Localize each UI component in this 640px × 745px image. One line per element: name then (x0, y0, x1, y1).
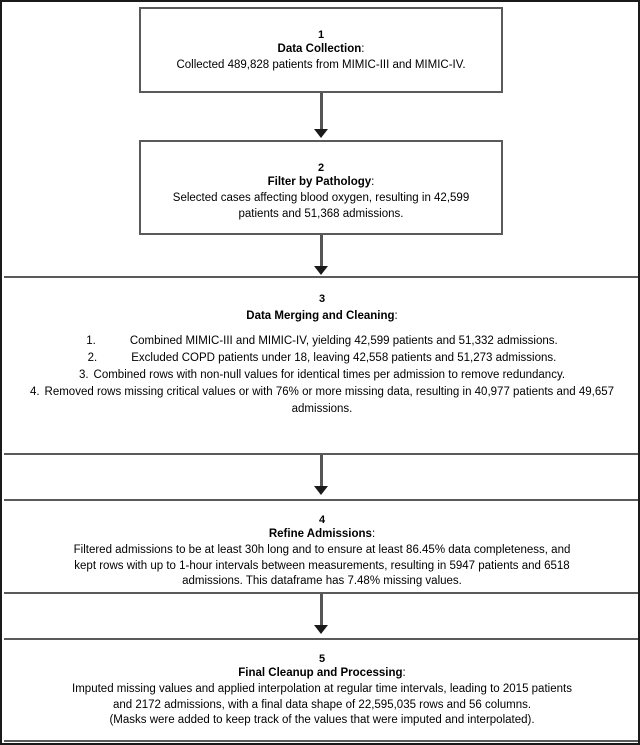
flow-node-step-5: 5 Final Cleanup and Processing: Imputed … (4, 638, 638, 742)
flow-node-step-4: 4 Refine Admissions: Filtered admissions… (4, 499, 638, 594)
list-item-text: Excluded COPD patients under 18, leaving… (131, 352, 557, 364)
step-number-5: 5 (318, 653, 326, 665)
step-number-2: 2 (317, 162, 325, 174)
flow-node-step-3: 3 Data Merging and Cleaning: 1. Combined … (4, 276, 638, 455)
step-number-4: 4 (318, 514, 326, 526)
step-title-colon-5: : (402, 667, 406, 679)
list-item-marker: 4. (29, 386, 40, 398)
arrow-step4-to-step5-line (320, 594, 323, 627)
step-title-text-2: Filter by Pathology (267, 176, 372, 188)
step-title-2: Filter by Pathology: (141, 175, 501, 190)
step-body-line: kept rows with up to 1-hour intervals be… (74, 559, 570, 572)
step-title-text-4: Refine Admissions (268, 528, 372, 540)
step-body-4: Filtered admissions to be at least 30h l… (4, 543, 638, 590)
list-item-marker: 2. (87, 352, 98, 364)
arrow-step1-to-step2-head (314, 129, 328, 138)
list-item: 4. Removed rows missing critical values o… (4, 384, 638, 418)
step-title-1: Data Collection: (141, 42, 501, 57)
step-title-text-5: Final Cleanup and Processing (238, 667, 403, 679)
step-body-line: Filtered admissions to be at least 30h l… (73, 544, 571, 556)
list-item: 1. Combined MIMIC-III and MIMIC-IV, yield… (4, 333, 638, 350)
step-title-3: Data Merging and Cleaning: (4, 309, 638, 324)
step-body-2: Selected cases affecting blood oxygen, r… (141, 191, 501, 222)
step-body-5: Imputed missing values and applied inter… (4, 682, 638, 729)
list-item: 3. Combined rows with non-null values for… (4, 367, 638, 384)
arrow-step3-to-step4-line (320, 455, 323, 488)
arrow-step4-to-step5-head (314, 625, 328, 634)
step-title-colon-3: : (394, 310, 398, 322)
list-item-text: Combined MIMIC-III and MIMIC-IV, yieldin… (129, 335, 558, 347)
step-body-line: Selected cases affecting blood oxygen, r… (172, 192, 470, 204)
step-body-line: admissions. This dataframe has 7.48% mis… (182, 575, 462, 587)
list-item-text: Removed rows missing critical values or … (44, 386, 615, 415)
step-title-4: Refine Admissions: (4, 527, 638, 542)
arrow-step3-to-step4-head (314, 486, 328, 495)
step-title-text-3: Data Merging and Cleaning (246, 310, 395, 322)
step-title-5: Final Cleanup and Processing: (4, 666, 638, 681)
step-title-colon-4: : (371, 528, 376, 540)
list-item-marker: 3. (78, 369, 89, 381)
step-body-line: (Masks were added to keep track of the v… (109, 714, 535, 726)
step-body-line: patients and 51,368 admissions. (238, 207, 404, 220)
step-body-line: and 2172 admissions, with a final data s… (112, 698, 532, 711)
step-number-3: 3 (318, 293, 326, 305)
step-body-line: Imputed missing values and applied inter… (72, 683, 572, 695)
step-title-text-1: Data Collection (277, 43, 362, 55)
list-item: 2. Excluded COPD patients under 18, leavi… (4, 350, 638, 367)
flow-node-step-2: 2 Filter by Pathology: Selected cases af… (139, 140, 503, 235)
arrow-step1-to-step2-line (320, 93, 323, 131)
arrow-step2-to-step3-head (314, 266, 328, 275)
list-item-marker: 1. (86, 335, 96, 347)
arrow-step2-to-step3-line (320, 235, 323, 268)
step-body-1: Collected 489,828 patients from MIMIC-II… (141, 58, 501, 74)
step-body-line: Collected 489,828 patients from MIMIC-II… (176, 59, 466, 71)
step-title-colon-2: : (371, 176, 375, 188)
step-number-1: 1 (317, 29, 325, 41)
step-3-item-list: 1. Combined MIMIC-III and MIMIC-IV, yield… (4, 333, 638, 418)
list-item-text: Combined rows with non-null values for i… (93, 369, 566, 381)
step-title-colon-1: : (361, 43, 365, 55)
flow-node-step-1: 1 Data Collection: Collected 489,828 pat… (139, 7, 503, 93)
